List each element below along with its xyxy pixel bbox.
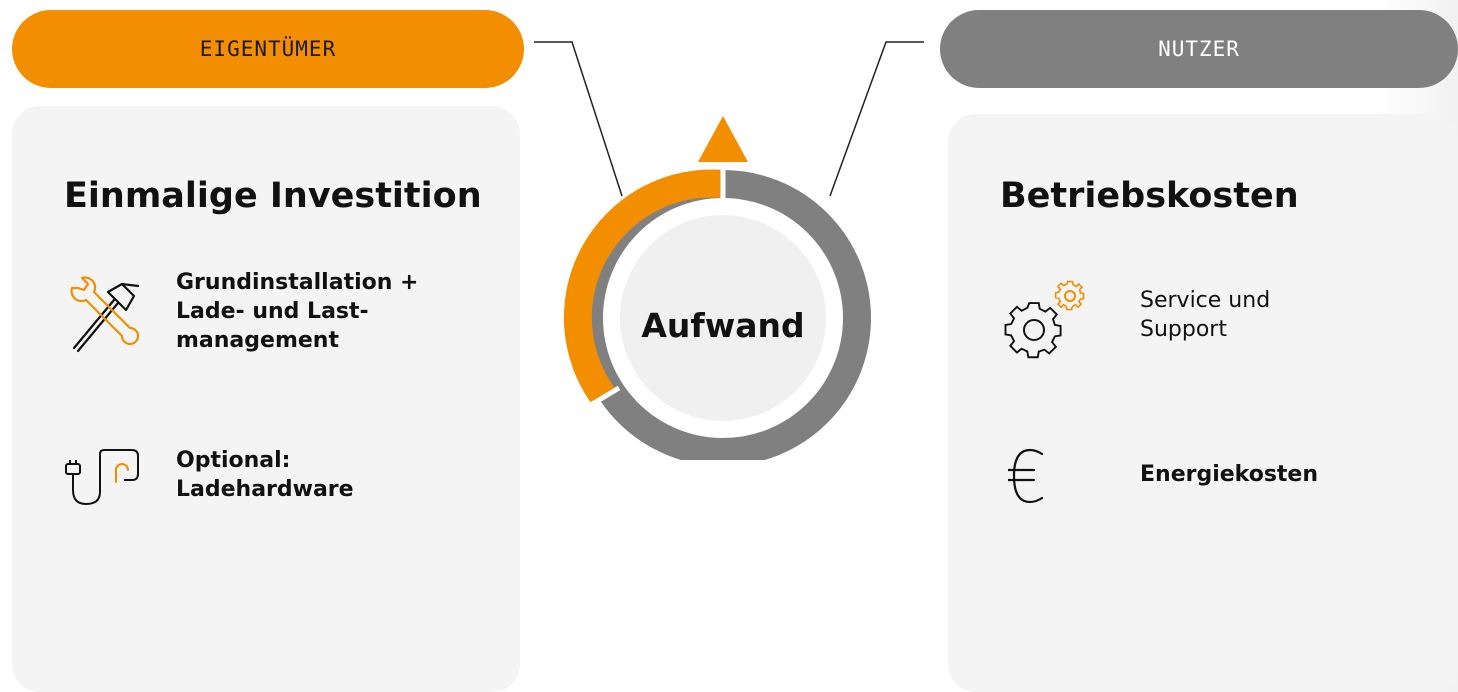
- ring-orange-segment: [563, 169, 725, 406]
- effort-ring: [534, 41, 924, 460]
- user-header: NUTZER: [940, 10, 1458, 88]
- user-header-label: NUTZER: [1158, 37, 1240, 61]
- item-hardware: Optional: Ladehardware: [176, 446, 354, 504]
- gears-icon: [1004, 280, 1085, 359]
- support-word: Support: [1140, 317, 1227, 342]
- ring-center: [620, 215, 826, 421]
- item-service-line: Service und: [1140, 286, 1270, 315]
- arrow-up-icon: [698, 116, 748, 162]
- euro-icon: [1008, 448, 1044, 504]
- service-word: Service: [1140, 288, 1222, 313]
- charging-plug-icon: [65, 449, 139, 505]
- operating-costs-title: Betriebskosten: [1000, 176, 1299, 216]
- and-word: und: [1221, 288, 1271, 313]
- item-energy: Energiekosten: [1140, 462, 1319, 487]
- owner-header-label: EIGENTÜMER: [199, 37, 337, 61]
- owner-header: EIGENTÜMER: [12, 10, 524, 88]
- item-hardware-line: Ladehardware: [176, 477, 354, 502]
- item-installation: Grundinstallation + Lade- und Last- mana…: [176, 268, 419, 355]
- connector-line-left: [534, 41, 623, 197]
- investment-title: Einmalige Investition: [64, 176, 482, 216]
- item-service: Service und Support: [1140, 286, 1270, 344]
- item-hardware-line: Optional:: [176, 448, 291, 473]
- center-label: Aufwand: [641, 306, 805, 345]
- item-installation-line: management: [176, 328, 339, 353]
- item-installation-line: Grundinstallation +: [176, 270, 419, 295]
- connector-line-right: [829, 41, 924, 197]
- item-installation-line: Lade- und Last-: [176, 299, 369, 324]
- tools-icon: [70, 276, 140, 353]
- investment-card: Einmalige Investition Grundinstallation …: [12, 106, 520, 692]
- operating-costs-card: Betriebskosten Service und Support Energ…: [948, 114, 1458, 692]
